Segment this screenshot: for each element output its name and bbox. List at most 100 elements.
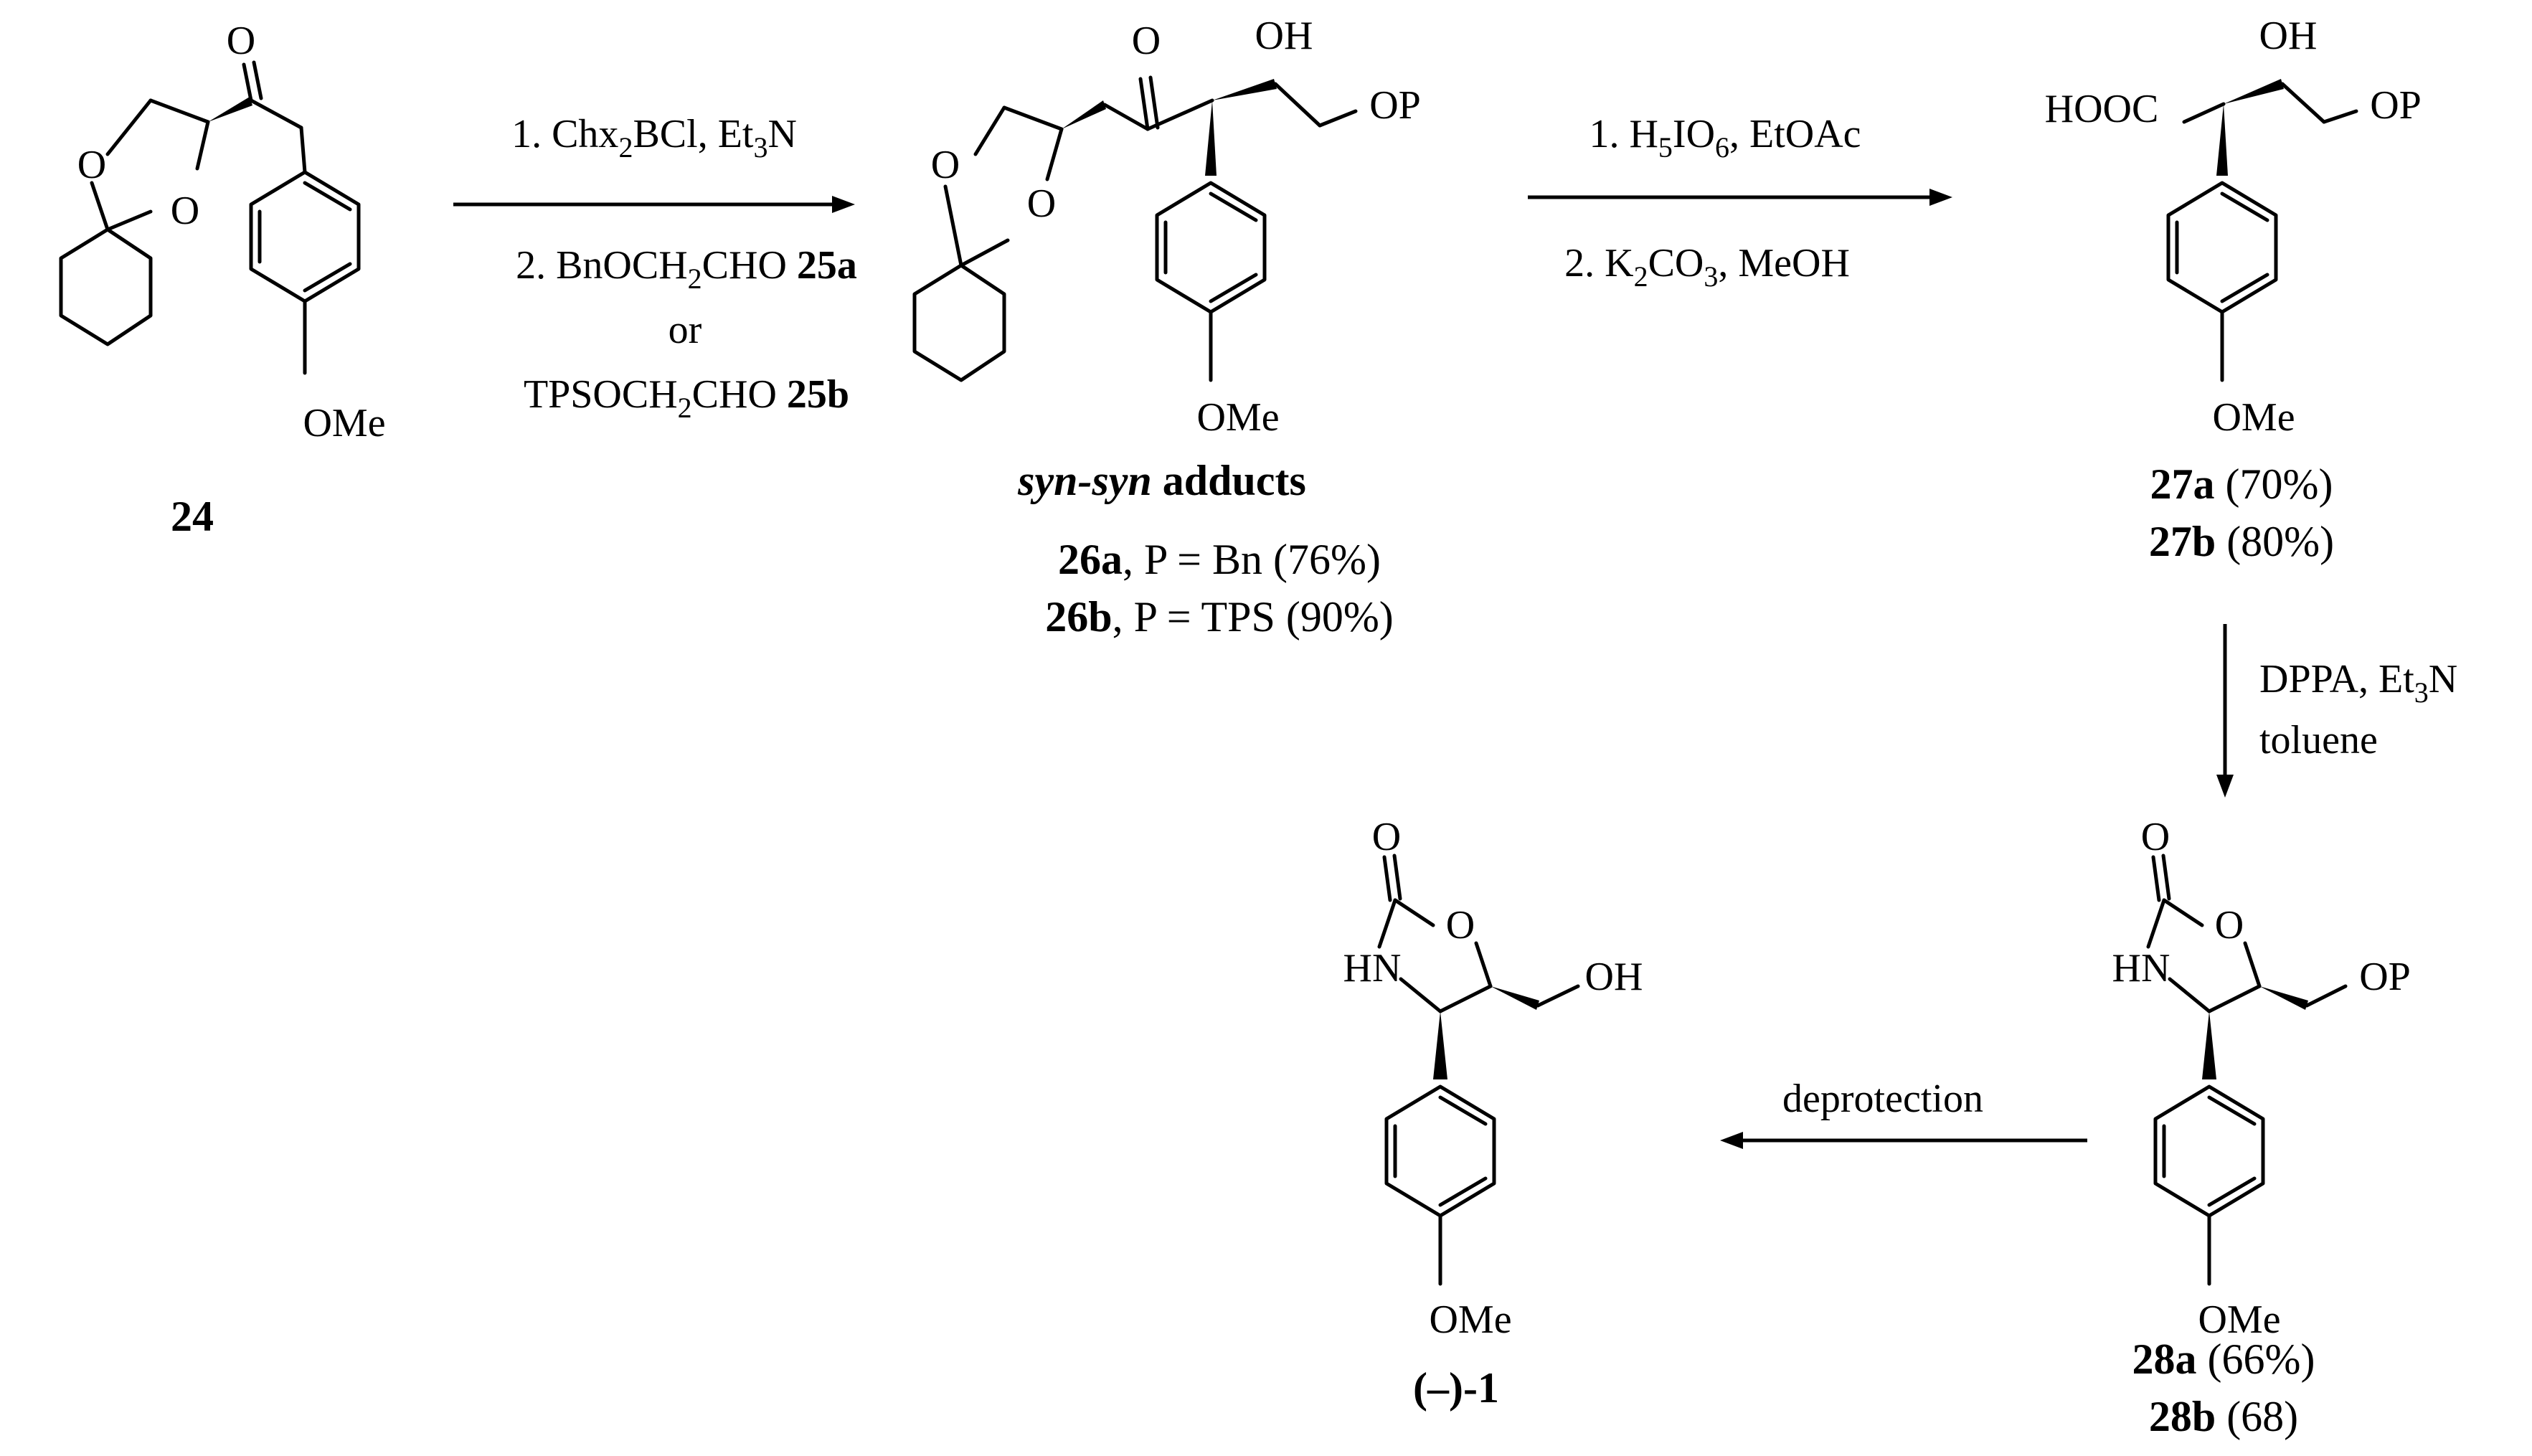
wedge-bond-aryl: [1205, 100, 1217, 176]
compound-27b-label: 27b (80%): [2149, 518, 2334, 565]
carbonyl-bond: [2161, 854, 2171, 901]
compound-27a-label: 27a (70%): [2150, 460, 2333, 508]
bond: [1377, 898, 1397, 949]
bond: [148, 98, 210, 124]
wedge-bond: [2259, 986, 2308, 1010]
benzene-ring-28: [2153, 1084, 2265, 1218]
bond: [1318, 109, 1358, 128]
atom-label: HN: [2112, 946, 2170, 991]
bond: [299, 126, 307, 174]
atom-label: HOOC: [2045, 87, 2159, 131]
atom-label: OMe: [1196, 395, 1279, 440]
bond: [1273, 82, 1322, 128]
atom-label: OP: [2370, 83, 2422, 128]
bond: [2182, 102, 2226, 124]
carbonyl-bond: [1382, 855, 1392, 902]
arrowhead: [2216, 775, 2234, 798]
atom-label: OH: [2259, 14, 2318, 58]
atom-label: OMe: [2212, 395, 2295, 440]
atom-label: OP: [1369, 83, 1421, 128]
step1-reagent-line1: 1. Chx2BCl, Et3N: [511, 112, 797, 164]
aromatic-bond: [1438, 1176, 1488, 1207]
aromatic-bond: [2207, 1176, 2257, 1207]
compound-24-label: 24: [171, 493, 214, 540]
bond: [2146, 898, 2166, 949]
aromatic-bond: [2220, 273, 2269, 303]
aromatic-bond: [2207, 1095, 2257, 1126]
carbonyl-bond: [242, 62, 253, 103]
aromatic-bond: [1209, 192, 1258, 222]
compound-24-structure: O O O OMe: [59, 19, 386, 445]
bond: [2207, 984, 2262, 1013]
atom-label: O: [1446, 903, 1475, 947]
wedge-bond-oh: [1212, 79, 1277, 100]
bond: [90, 181, 110, 232]
step2-reagent-line1: 1. H5IO6, EtOAc: [1589, 112, 1861, 164]
bond: [1393, 898, 1435, 927]
bond: [2162, 898, 2204, 927]
bond: [2280, 82, 2326, 124]
step2-reagent-line2: 2. K2CO3, MeOH: [1564, 241, 1850, 293]
atom-label: O: [2141, 815, 2170, 859]
arrowhead: [1720, 1132, 1743, 1149]
aromatic-bond: [1209, 273, 1258, 303]
wedge-bond: [1062, 100, 1106, 129]
bond: [2322, 109, 2358, 124]
compound-1-structure: O O HN OH OMe: [1343, 815, 1643, 1342]
bond: [973, 105, 1006, 156]
bond: [1145, 98, 1214, 131]
wedge-bond: [208, 97, 252, 122]
compound-28-structure: O O HN OP OMe: [2112, 815, 2411, 1342]
bond: [1045, 127, 1064, 181]
aromatic-bond: [1438, 1095, 1488, 1126]
benzene-ring-27: [2166, 181, 2278, 314]
cyclohexane-ring-26: [912, 263, 1006, 382]
wedge-bond-aryl: [1433, 1011, 1447, 1079]
atom-label: HN: [1343, 946, 1402, 991]
step1-reagent-line4: TPSOCH2CHO 25b: [524, 372, 849, 424]
atom-label: O: [931, 143, 960, 187]
compound-27-structure: HOOC OH OP OMe: [2045, 14, 2422, 440]
step1-or: or: [669, 308, 702, 352]
compound-26-caption: syn-syn adducts: [1017, 457, 1306, 504]
atom-label: O: [227, 19, 255, 63]
carbonyl-bond: [2151, 855, 2161, 902]
carbonyl-bond: [1392, 854, 1402, 901]
arrowhead: [832, 196, 855, 213]
atom-label: O: [77, 143, 106, 187]
bond: [959, 238, 1010, 268]
compound-26-structure: O OH OP O O OMe: [912, 14, 1421, 440]
carbonyl-bond: [252, 60, 263, 100]
aromatic-bond: [303, 262, 352, 293]
compound-1-label: (–)-1: [1413, 1364, 1499, 1412]
atom-label: OMe: [303, 401, 385, 445]
bond: [195, 120, 210, 171]
wedge-bond-aryl: [2202, 1011, 2216, 1079]
atom-label: OMe: [2198, 1297, 2280, 1342]
atom-label: O: [2215, 903, 2244, 947]
atom-label: O: [1027, 181, 1056, 226]
bond: [249, 98, 303, 130]
wedge-bond-aryl: [2216, 104, 2228, 176]
step4-reagent: deprotection: [1782, 1077, 1983, 1121]
bond: [1102, 103, 1150, 131]
bond: [105, 209, 153, 232]
bond: [943, 184, 963, 268]
wedge-bond: [1491, 986, 1539, 1010]
step3-reagent-line1: DPPA, Et3N: [2259, 657, 2457, 709]
atom-label: O: [1372, 815, 1401, 859]
atom-label: O: [171, 189, 199, 233]
atom-label: O: [1132, 19, 1161, 63]
step3-reagent-line2: toluene: [2259, 718, 2378, 762]
atom-label: OH: [1585, 955, 1643, 999]
benzene-ring-24: [249, 170, 361, 303]
bond: [2168, 977, 2211, 1013]
benzene-ring-1: [1384, 1084, 1496, 1218]
compound-26b-label: 26b, P = TPS (90%): [1045, 593, 1394, 640]
bond: [2305, 984, 2348, 1008]
arrowhead: [1929, 189, 1952, 206]
benzene-ring-26: [1155, 181, 1267, 314]
bond: [2243, 941, 2262, 988]
bond: [1002, 105, 1064, 131]
